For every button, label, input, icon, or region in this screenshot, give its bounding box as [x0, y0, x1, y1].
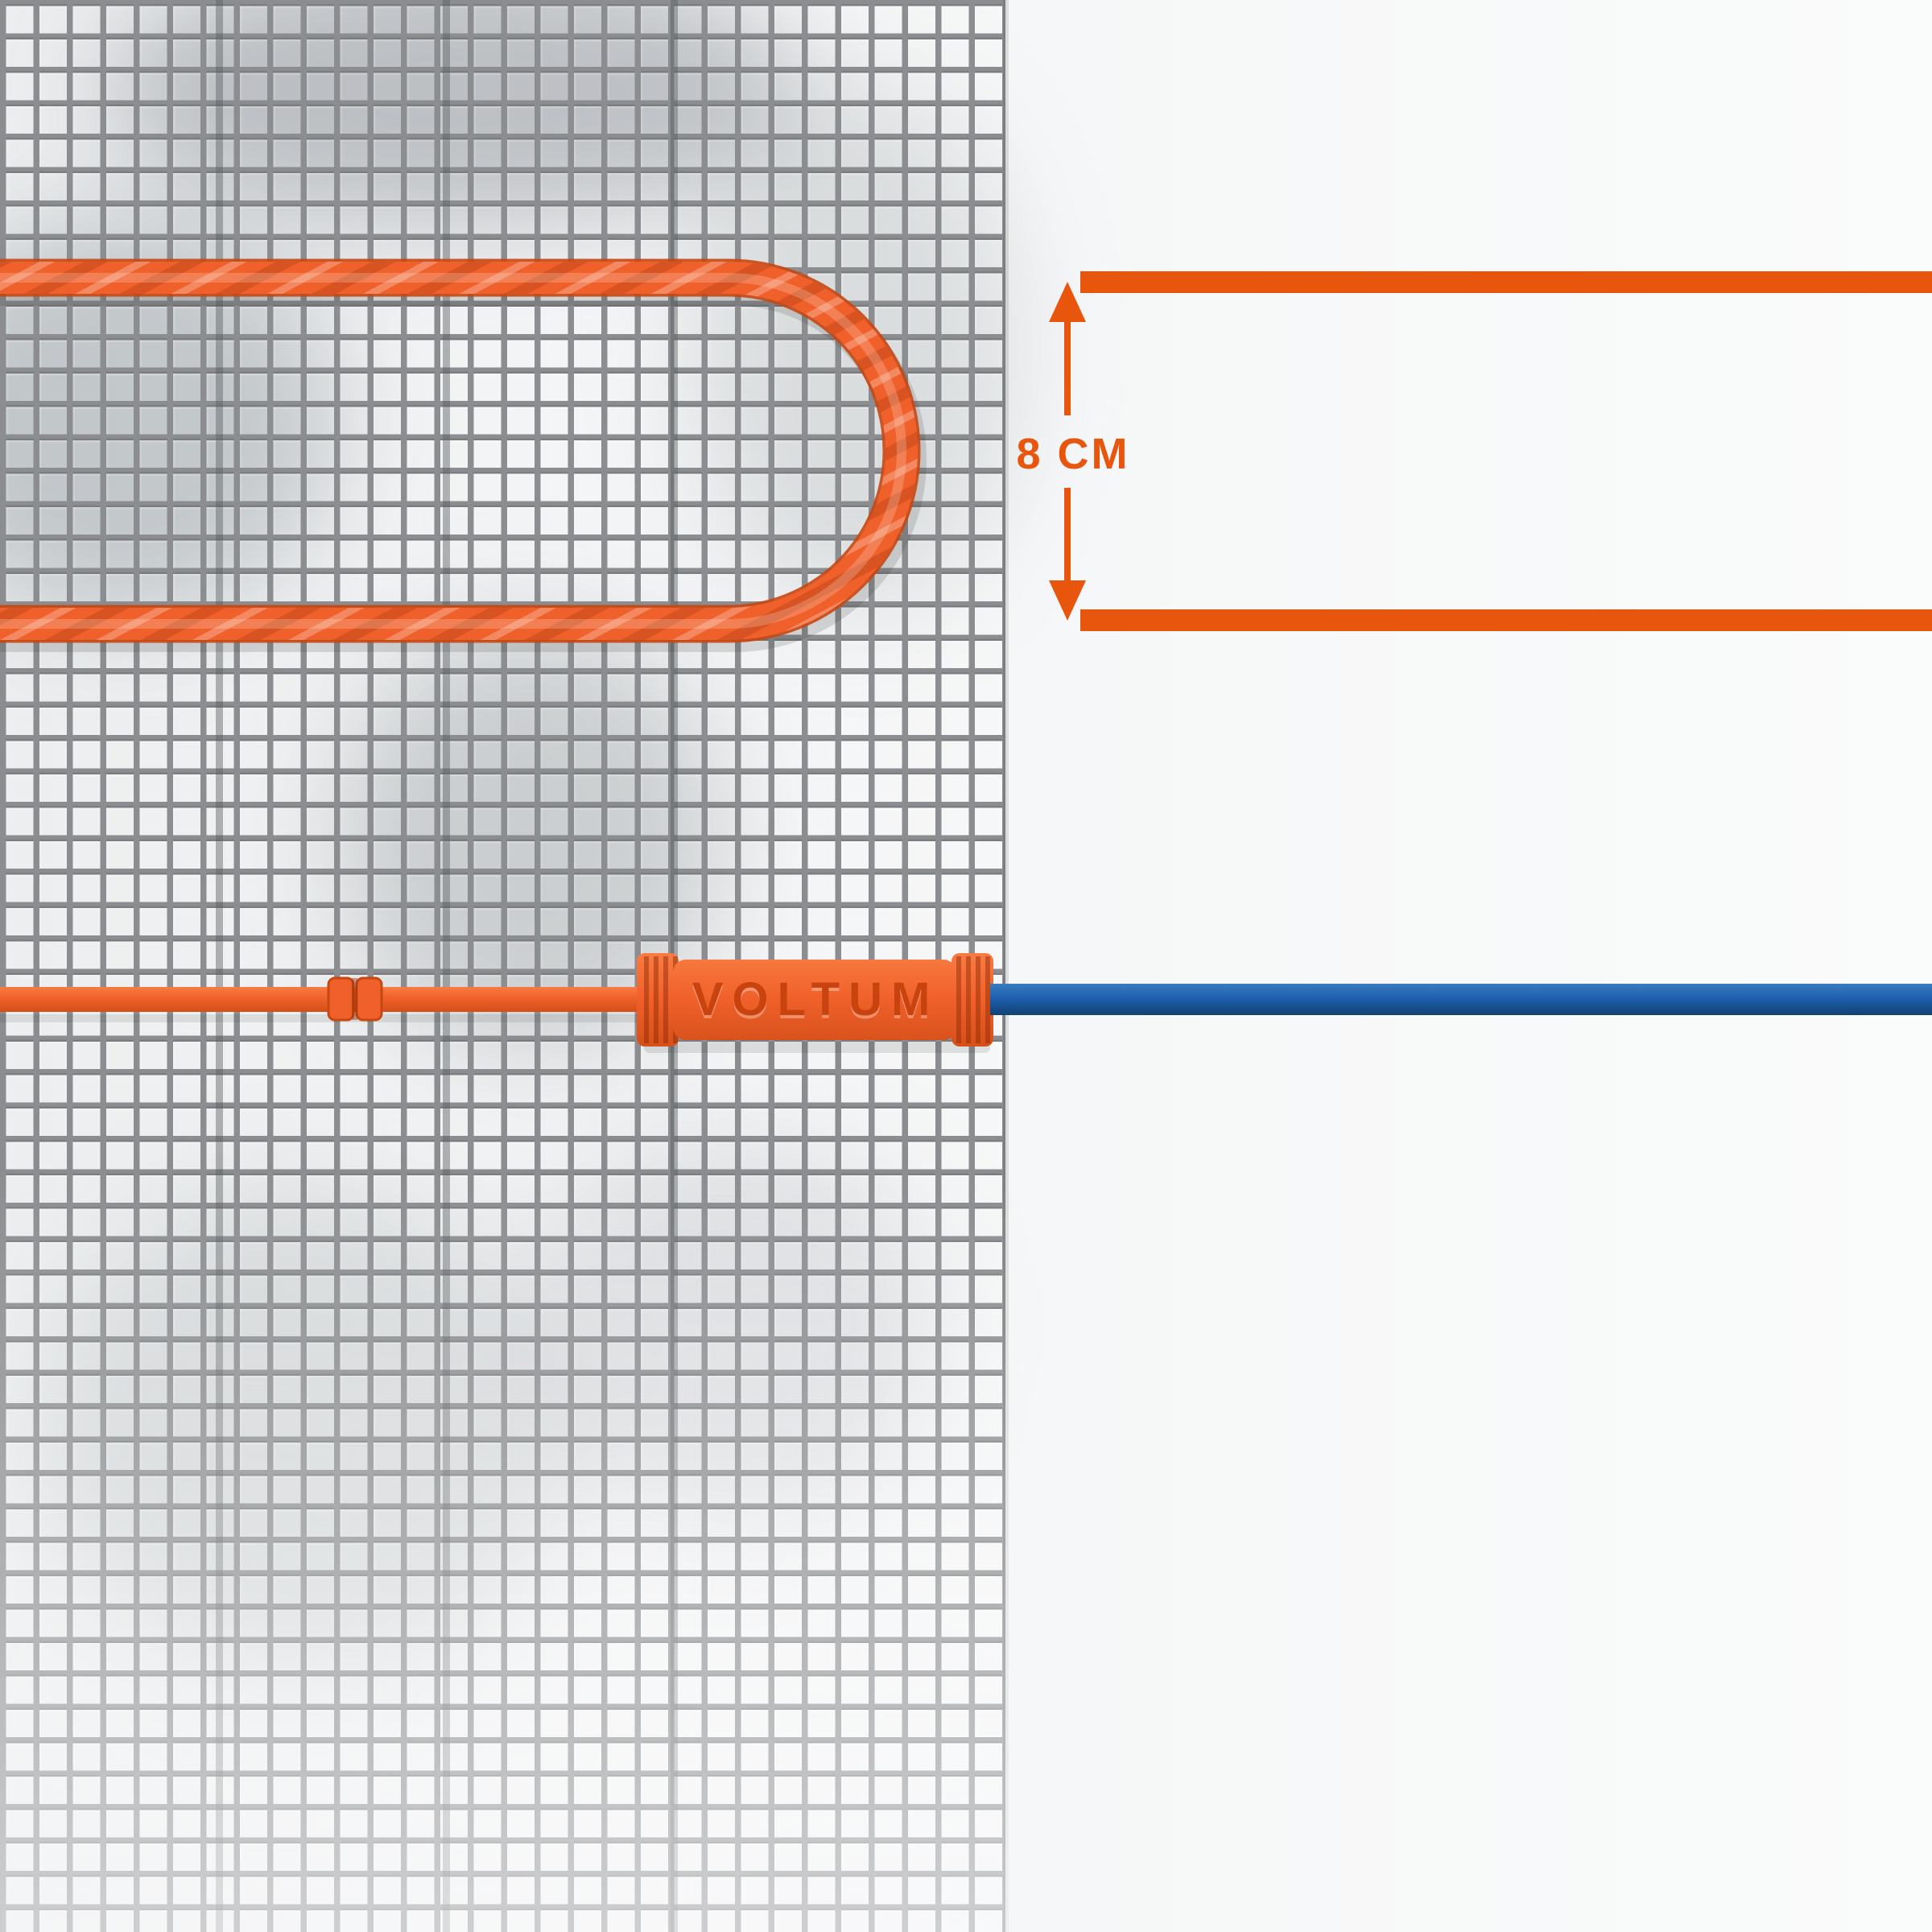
- lead-cable-assembly: VOLTUM VOLTUM: [0, 953, 1932, 1053]
- connector-shadow: [644, 1042, 990, 1053]
- brand-label: VOLTUM: [692, 973, 939, 1026]
- dimension-annotation: 8 CM: [1016, 271, 1932, 631]
- arrow-up-icon: [1049, 282, 1086, 322]
- connector-end-left: [637, 953, 679, 1046]
- dimension-line-upper: [1064, 319, 1071, 415]
- connector: VOLTUM VOLTUM: [637, 953, 993, 1053]
- heating-cable-loop: [0, 258, 927, 652]
- connector-body: [673, 960, 956, 1040]
- arrow-down-icon: [1049, 580, 1086, 621]
- dimension-line-lower: [1064, 488, 1071, 584]
- mesh-edge-shadow: [1003, 0, 1009, 1932]
- mesh-bottom-fade: [0, 1167, 1009, 1932]
- connector-end-right: [952, 953, 993, 1046]
- heating-cable-highlight: [0, 273, 906, 629]
- lead-cable-shadow: [0, 1014, 654, 1022]
- dimension-bar-bottom: [1080, 609, 1932, 631]
- cold-lead-cable: [990, 984, 1932, 1015]
- dimension-bar-top: [1080, 271, 1932, 293]
- lead-cable-orange: [0, 987, 654, 1012]
- heating-cable-wrap-texture: [0, 262, 918, 640]
- dimension-label: 8 CM: [1016, 430, 1129, 478]
- cable-clip: [327, 976, 383, 1022]
- brand-label-emboss: VOLTUM: [692, 976, 939, 1029]
